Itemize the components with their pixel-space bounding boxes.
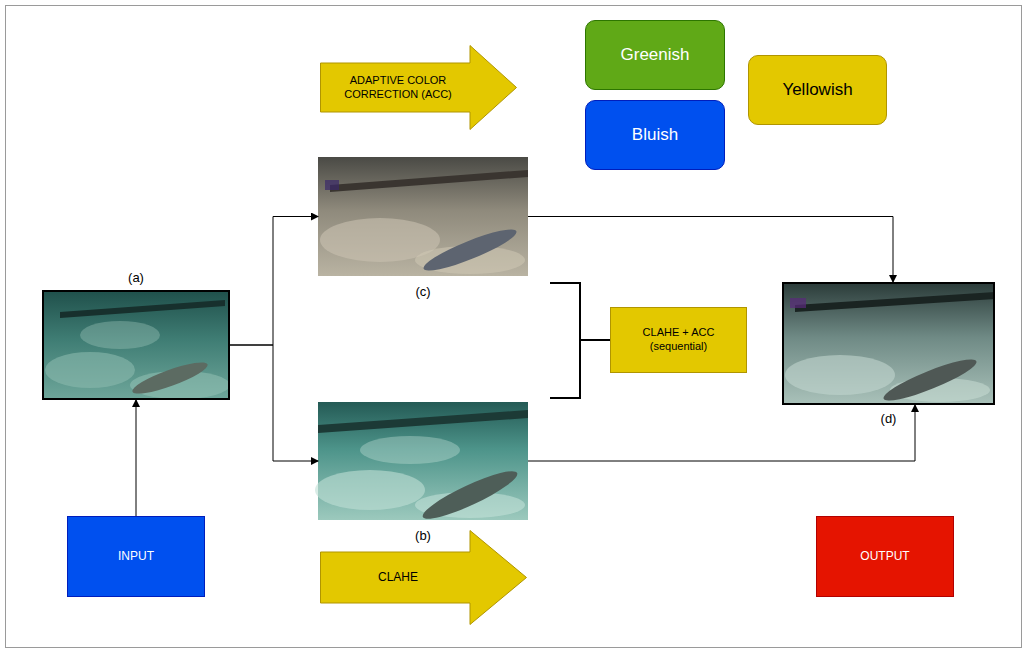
- photo-c: [318, 157, 528, 277]
- box-label: CLAHE + ACC (sequential): [619, 326, 738, 354]
- image-panel: (c): [318, 157, 528, 276]
- box-label: Bluish: [632, 124, 678, 145]
- method-box: CLAHE + ACC (sequential): [610, 307, 747, 373]
- image-caption: (b): [318, 528, 528, 544]
- image-caption: (a): [44, 270, 228, 286]
- category-box: Greenish: [585, 20, 725, 90]
- flow-arrow: [136, 400, 137, 516]
- image-panel: (a): [42, 290, 230, 400]
- image-caption: (d): [784, 411, 993, 427]
- arrow-polygon: [321, 531, 527, 625]
- input-box: INPUT: [67, 516, 205, 597]
- arrow-outline: [320, 530, 527, 625]
- flow-arrow: [528, 405, 915, 461]
- box-label: Yellowish: [782, 79, 852, 100]
- flow-arrow: [528, 217, 893, 283]
- photo-d: [782, 282, 995, 407]
- arrow-label-shape: ADAPTIVE COLOR CORRECTION (ACC): [320, 45, 517, 130]
- flow-arrow: [230, 345, 318, 461]
- image-panel: (b): [318, 402, 528, 520]
- flow-arrow: [230, 217, 318, 346]
- arrow-polygon: [321, 46, 517, 130]
- arrow-label: CLAHE: [326, 552, 470, 603]
- image-caption: (c): [318, 284, 528, 300]
- photo-b: [315, 402, 528, 526]
- category-box: Yellowish: [748, 55, 887, 125]
- image-panel: (d): [782, 282, 995, 405]
- arrow-label: ADAPTIVE COLOR CORRECTION (ACC): [326, 63, 470, 112]
- box-label: INPUT: [118, 549, 154, 564]
- box-label: OUTPUT: [860, 549, 909, 564]
- bracket: [550, 283, 610, 398]
- box-label: Greenish: [621, 44, 690, 65]
- photo-a: [42, 290, 230, 400]
- frame: [6, 6, 1022, 648]
- category-box: Bluish: [585, 100, 725, 170]
- output-box: OUTPUT: [816, 516, 954, 597]
- arrow-label-shape: CLAHE: [320, 530, 527, 625]
